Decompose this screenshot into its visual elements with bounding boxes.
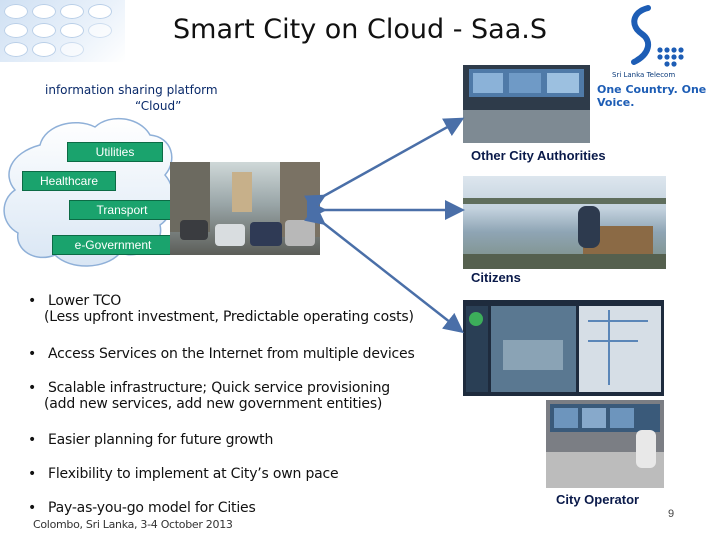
citizens-photo [463,176,666,269]
control-room-photo [463,65,590,143]
service-egovernment: e-Government [52,235,174,255]
service-healthcare: Healthcare [22,171,116,191]
cloud-heading: information sharing platform [45,83,218,97]
city-street-photo [170,162,320,255]
bullet-easier-planning: •Easier planning for future growth [28,432,274,448]
brand-tagline: One Country. One Voice. [597,83,707,109]
other-authorities-label: Other City Authorities [471,148,606,163]
city-operator-photo [546,400,664,488]
page-title: Smart City on Cloud - Saa.S [173,14,547,45]
city-operator-label: City Operator [556,492,640,507]
bullet-flexibility: •Flexibility to implement at City’s own … [28,466,339,482]
bullet-lower-tco: •Lower TCO (Less upfront investment, Pre… [28,293,414,325]
operations-dashboard-photo [463,300,664,396]
footer-text: Colombo, Sri Lanka, 3-4 October 2013 [33,518,233,531]
brand-small-text: Sri Lanka Telecom [612,71,676,79]
sri-lanka-telecom-logo [631,5,684,67]
bullet-access-services: •Access Services on the Internet from mu… [28,346,415,362]
bullet-pay-as-you-go: •Pay-as-you-go model for Cities [28,500,256,516]
page-number: 9 [668,508,675,520]
service-utilities: Utilities [67,142,163,162]
service-transport: Transport [69,200,175,220]
citizens-label: Citizens [471,270,521,285]
dot-pattern-logo [0,0,125,62]
cloud-subheading: “Cloud” [135,99,182,113]
bullet-scalable-infrastructure: •Scalable infrastructure; Quick service … [28,380,390,412]
